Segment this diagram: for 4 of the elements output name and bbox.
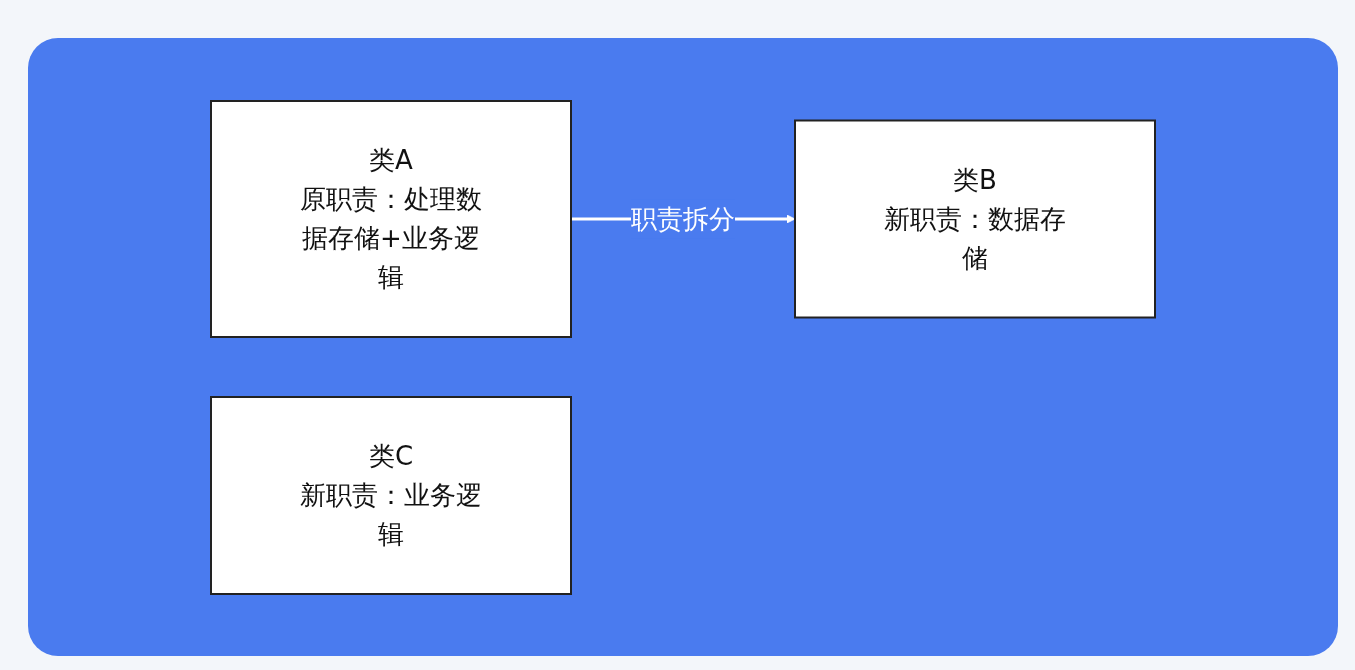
node-box <box>210 395 572 595</box>
node-box <box>794 119 1156 318</box>
panel-background: 职责拆分 类A 原职责：处理数据存储+业务逻辑 类B 新职责：数据存储 类C 新职责：业务逻辑 <box>28 38 1338 656</box>
node-box <box>210 99 572 338</box>
